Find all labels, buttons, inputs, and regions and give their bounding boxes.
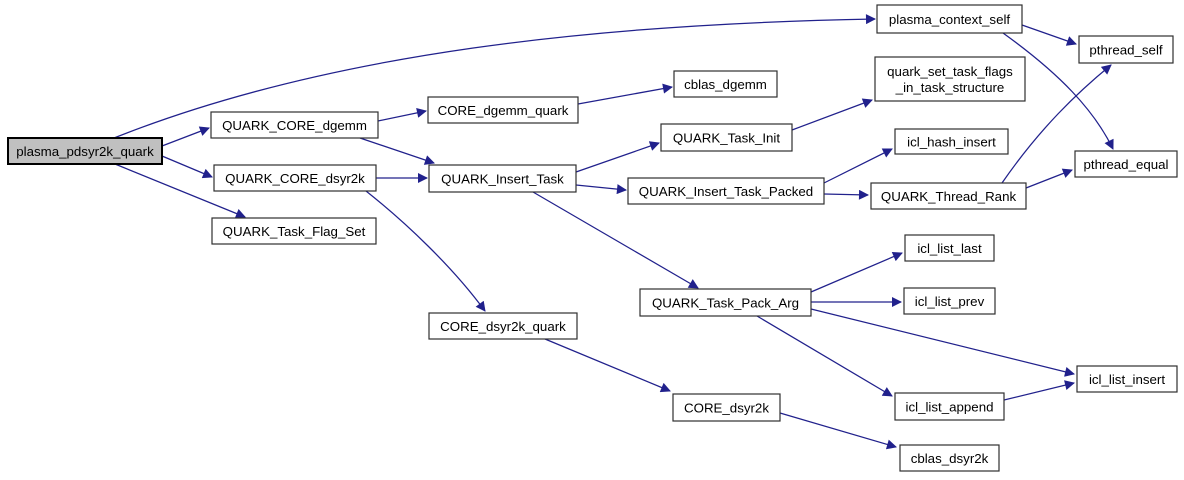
edge-QUARK_Thread_Rank--pthread_equal [1025, 168, 1073, 189]
node-box-icl_list_insert[interactable] [1076, 365, 1178, 393]
edge-plasma_pdsyr2k_quark--QUARK_CORE_dgemm [161, 126, 210, 147]
edge-QUARK_Insert_Task_Packed--QUARK_Thread_Rank [823, 189, 869, 200]
node-pthread_self[interactable]: pthread_self [1078, 35, 1174, 64]
edge-plasma_context_self--pthread_equal [1002, 32, 1114, 150]
edge-QUARK_Insert_Task_Packed--icl_hash_insert [823, 148, 893, 184]
node-plasma_context_self[interactable]: plasma_context_self [876, 4, 1023, 34]
node-box-CORE_dgemm_quark[interactable] [427, 96, 579, 124]
node-label-quark_set_task_flags_in_task_structure-line1: _in_task_structure [895, 80, 1005, 95]
edge-plasma_pdsyr2k_quark--plasma_context_self [113, 14, 876, 139]
node-box-icl_list_prev[interactable] [903, 287, 996, 315]
node-label-cblas_dsyr2k: cblas_dsyr2k [911, 451, 989, 466]
node-box-QUARK_Task_Pack_Arg[interactable] [639, 288, 812, 317]
edge-icl_list_append--icl_list_insert [1003, 380, 1075, 401]
edge-QUARK_Task_Pack_Arg--icl_list_append [756, 315, 893, 397]
node-QUARK_Thread_Rank[interactable]: QUARK_Thread_Rank [870, 182, 1027, 210]
node-label-QUARK_Task_Pack_Arg: QUARK_Task_Pack_Arg [652, 296, 799, 311]
node-box-pthread_self[interactable] [1078, 35, 1174, 64]
node-box-QUARK_CORE_dgemm[interactable] [210, 111, 379, 139]
node-label-CORE_dsyr2k: CORE_dsyr2k [684, 401, 769, 416]
edge-CORE_dsyr2k--cblas_dsyr2k [779, 412, 897, 450]
node-box-QUARK_Task_Init[interactable] [660, 123, 793, 152]
node-box-QUARK_Task_Flag_Set[interactable] [211, 217, 377, 245]
node-box-pthread_equal[interactable] [1074, 150, 1178, 178]
node-label-CORE_dgemm_quark: CORE_dgemm_quark [438, 103, 569, 118]
node-icl_list_insert[interactable]: icl_list_insert [1076, 365, 1178, 393]
edge-CORE_dsyr2k_quark--CORE_dsyr2k [544, 338, 671, 393]
node-label-CORE_dsyr2k_quark: CORE_dsyr2k_quark [440, 319, 566, 334]
node-icl_list_last[interactable]: icl_list_last [904, 234, 995, 262]
edges-layer [113, 14, 1114, 450]
node-CORE_dgemm_quark[interactable]: CORE_dgemm_quark [427, 96, 579, 124]
node-box-QUARK_Insert_Task[interactable] [428, 164, 577, 193]
node-label-quark_set_task_flags_in_task_structure-line0: quark_set_task_flags [887, 64, 1013, 79]
node-label-plasma_pdsyr2k_quark: plasma_pdsyr2k_quark [16, 144, 154, 159]
node-QUARK_Task_Init[interactable]: QUARK_Task_Init [660, 123, 793, 152]
edge-QUARK_CORE_dgemm--QUARK_Insert_Task [359, 137, 435, 165]
node-QUARK_Insert_Task_Packed[interactable]: QUARK_Insert_Task_Packed [627, 177, 825, 205]
node-label-icl_hash_insert: icl_hash_insert [907, 135, 996, 150]
node-CORE_dsyr2k[interactable]: CORE_dsyr2k [672, 393, 781, 422]
edge-QUARK_CORE_dsyr2k--CORE_dsyr2k_quark [365, 190, 486, 312]
node-label-QUARK_Thread_Rank: QUARK_Thread_Rank [881, 189, 1017, 204]
edge-QUARK_Thread_Rank--pthread_self [1001, 64, 1112, 184]
node-QUARK_Task_Pack_Arg[interactable]: QUARK_Task_Pack_Arg [639, 288, 812, 317]
node-CORE_dsyr2k_quark[interactable]: CORE_dsyr2k_quark [428, 312, 578, 340]
node-box-icl_list_last[interactable] [904, 234, 995, 262]
node-plasma_pdsyr2k_quark: plasma_pdsyr2k_quark [7, 137, 163, 165]
node-QUARK_CORE_dgemm[interactable]: QUARK_CORE_dgemm [210, 111, 379, 139]
node-box-cblas_dsyr2k[interactable] [899, 444, 1000, 472]
node-icl_list_append[interactable]: icl_list_append [894, 392, 1005, 421]
edge-QUARK_Task_Pack_Arg--icl_list_insert [810, 308, 1075, 377]
edge-plasma_context_self--pthread_self [1021, 24, 1077, 46]
node-label-icl_list_prev: icl_list_prev [915, 294, 985, 309]
edge-plasma_pdsyr2k_quark--QUARK_Task_Flag_Set [114, 163, 246, 219]
node-label-pthread_equal: pthread_equal [1083, 157, 1168, 172]
node-quark_set_task_flags_in_task_structure[interactable]: quark_set_task_flags_in_task_structure [874, 56, 1026, 102]
node-label-plasma_context_self: plasma_context_self [889, 12, 1011, 27]
node-box-cblas_dgemm[interactable] [673, 70, 778, 98]
node-cblas_dgemm[interactable]: cblas_dgemm [673, 70, 778, 98]
node-box-quark_set_task_flags_in_task_structure[interactable] [874, 56, 1026, 102]
node-QUARK_Task_Flag_Set[interactable]: QUARK_Task_Flag_Set [211, 217, 377, 245]
nodes-layer: plasma_pdsyr2k_quark QUARK_CORE_dgemmQUAR… [7, 4, 1178, 472]
edge-CORE_dgemm_quark--cblas_dgemm [577, 83, 673, 105]
edge-QUARK_Insert_Task--QUARK_Task_Pack_Arg [532, 191, 699, 289]
node-label-icl_list_insert: icl_list_insert [1089, 372, 1165, 387]
node-box-icl_hash_insert[interactable] [894, 128, 1009, 155]
node-icl_list_prev[interactable]: icl_list_prev [903, 287, 996, 315]
node-label-QUARK_Insert_Task_Packed: QUARK_Insert_Task_Packed [639, 184, 813, 199]
edge-plasma_pdsyr2k_quark--QUARK_CORE_dsyr2k [161, 155, 213, 179]
node-label-icl_list_last: icl_list_last [917, 241, 982, 256]
edge-QUARK_Insert_Task--QUARK_Insert_Task_Packed [575, 184, 627, 195]
node-box-plasma_context_self[interactable] [876, 4, 1023, 34]
edge-QUARK_Insert_Task--QUARK_Task_Init [575, 141, 660, 173]
node-box-icl_list_append[interactable] [894, 392, 1005, 421]
node-icl_hash_insert[interactable]: icl_hash_insert [894, 128, 1009, 155]
node-box-CORE_dsyr2k_quark[interactable] [428, 312, 578, 340]
node-label-QUARK_Task_Init: QUARK_Task_Init [673, 131, 780, 146]
edge-QUARK_Task_Pack_Arg--icl_list_last [810, 251, 903, 293]
edge-QUARK_CORE_dgemm--CORE_dgemm_quark [377, 107, 427, 122]
node-pthread_equal[interactable]: pthread_equal [1074, 150, 1178, 178]
node-box-QUARK_Insert_Task_Packed[interactable] [627, 177, 825, 205]
node-label-QUARK_CORE_dgemm: QUARK_CORE_dgemm [222, 118, 367, 133]
node-label-QUARK_Task_Flag_Set: QUARK_Task_Flag_Set [223, 224, 366, 239]
node-box-QUARK_CORE_dsyr2k[interactable] [213, 164, 377, 192]
edge-QUARK_Task_Init--quark_set_task_flags_in_task_structure [791, 98, 873, 131]
node-QUARK_Insert_Task[interactable]: QUARK_Insert_Task [428, 164, 577, 193]
node-QUARK_CORE_dsyr2k[interactable]: QUARK_CORE_dsyr2k [213, 164, 377, 192]
node-box-CORE_dsyr2k[interactable] [672, 393, 781, 422]
node-label-icl_list_append: icl_list_append [906, 400, 994, 415]
node-box-plasma_pdsyr2k_quark [7, 137, 163, 165]
node-label-cblas_dgemm: cblas_dgemm [684, 77, 767, 92]
node-cblas_dsyr2k[interactable]: cblas_dsyr2k [899, 444, 1000, 472]
node-box-QUARK_Thread_Rank[interactable] [870, 182, 1027, 210]
node-label-pthread_self: pthread_self [1089, 43, 1162, 58]
node-label-QUARK_Insert_Task: QUARK_Insert_Task [441, 172, 564, 187]
node-label-QUARK_CORE_dsyr2k: QUARK_CORE_dsyr2k [225, 171, 365, 186]
